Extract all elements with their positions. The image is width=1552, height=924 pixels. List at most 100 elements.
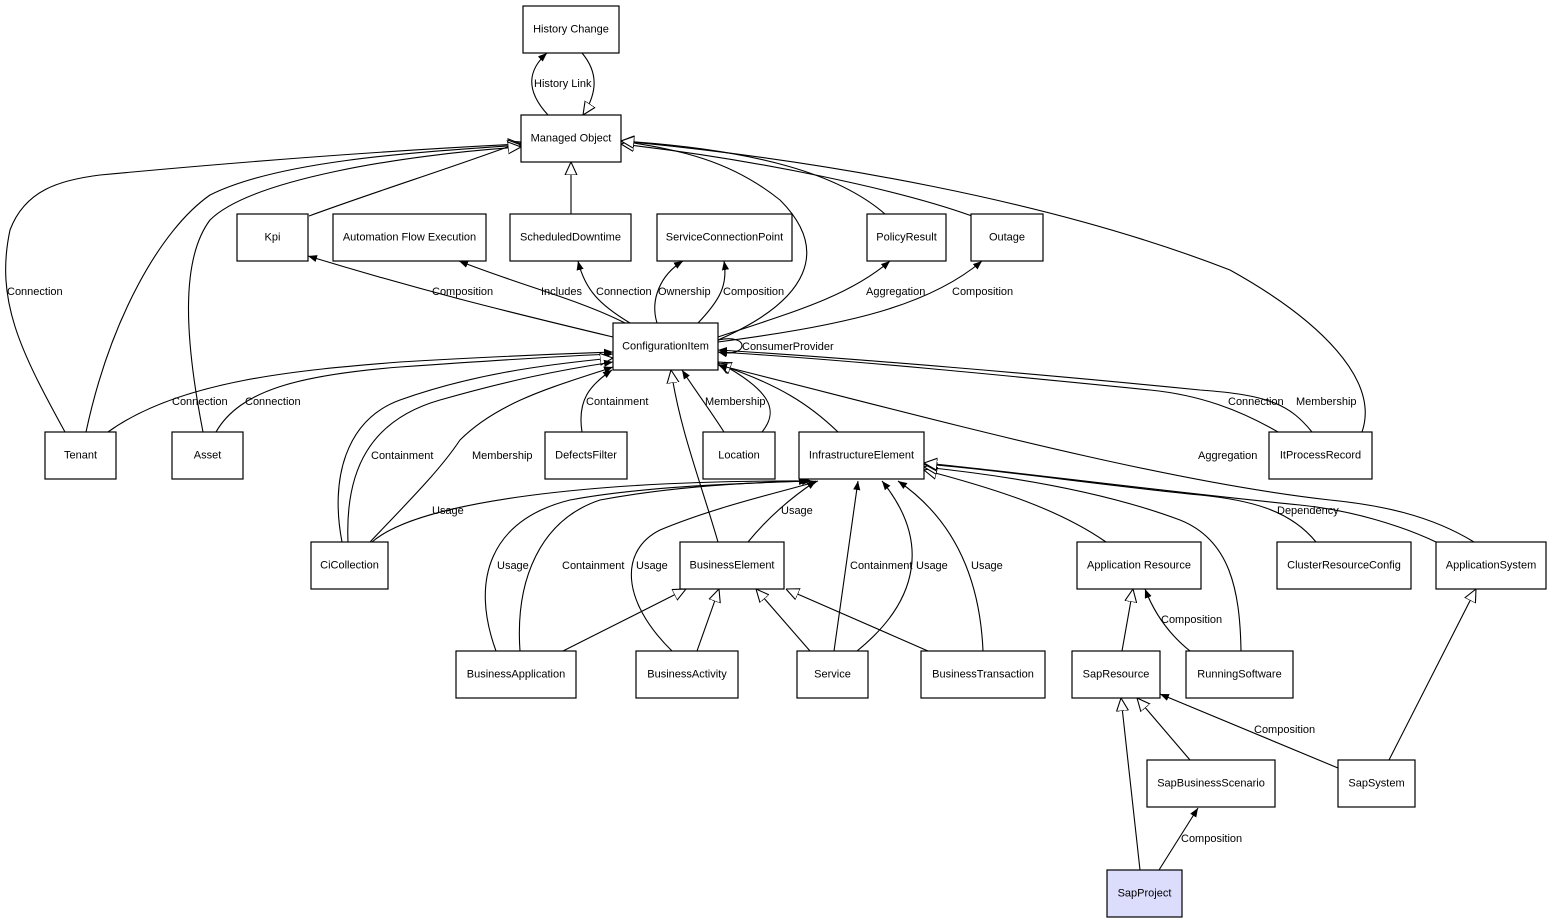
class-box[interactable] [236, 213, 309, 262]
node-location[interactable]: Location [702, 431, 776, 480]
node-running-software[interactable]: RunningSoftware [1185, 650, 1294, 699]
class-box[interactable] [970, 213, 1044, 262]
edge-asset-to-configuration-item [215, 350, 614, 433]
edge-label: Aggregation [866, 286, 925, 298]
edge-ci-collection-to-infrastructure-element [371, 477, 813, 543]
class-box[interactable] [612, 322, 719, 371]
class-box[interactable] [656, 213, 793, 262]
edge-location-to-configuration-item [681, 369, 725, 433]
class-box[interactable] [1276, 541, 1412, 590]
node-policy-result[interactable]: PolicyResult [866, 213, 947, 262]
edge-tenant-to-managed-object [5, 144, 521, 433]
node-business-activity[interactable]: BusinessActivity [635, 650, 739, 699]
class-box[interactable] [1076, 541, 1202, 590]
node-sap-resource[interactable]: SapResource [1071, 650, 1161, 699]
class-box[interactable] [1337, 759, 1416, 808]
node-service-connection-point[interactable]: ServiceConnectionPoint [656, 213, 793, 262]
class-box[interactable] [796, 650, 869, 699]
class-box[interactable] [635, 650, 739, 699]
association-arrow [1158, 807, 1199, 871]
inheritance-arrow [85, 145, 521, 433]
edge-tenant-to-managed-object [85, 145, 521, 433]
edge-label: Connection [172, 396, 228, 408]
node-outage[interactable]: Outage [970, 213, 1044, 262]
node-asset[interactable]: Asset [171, 431, 244, 480]
edge-history-change-to-managed-object [581, 52, 594, 115]
class-box[interactable] [1268, 431, 1373, 480]
node-business-application[interactable]: BusinessApplication [455, 650, 577, 699]
association-arrow [576, 260, 631, 324]
edge-managed-object-to-history-change [531, 52, 549, 116]
inheritance-arrow [924, 467, 1242, 652]
association-arrow [531, 52, 549, 116]
class-box[interactable] [544, 431, 628, 480]
class-box[interactable] [522, 5, 620, 54]
association-arrow [630, 480, 819, 652]
node-history-change[interactable]: History Change [522, 5, 620, 54]
node-business-transaction[interactable]: BusinessTransaction [920, 650, 1046, 699]
node-application-system[interactable]: ApplicationSystem [1435, 541, 1547, 590]
node-scheduled-downtime[interactable]: ScheduledDowntime [509, 213, 632, 262]
edge-kpi-to-managed-object [308, 142, 521, 217]
class-box[interactable] [798, 431, 925, 480]
edge-business-application-to-infrastructure-element [518, 477, 812, 652]
class-box[interactable] [1106, 869, 1183, 918]
association-arrow [107, 348, 614, 433]
edge-label: Connection [1228, 396, 1284, 408]
edge-label: Usage [971, 560, 1003, 572]
edge-asset-to-managed-object [187, 147, 521, 433]
edge-business-transaction-to-business-element [786, 589, 929, 652]
edge-business-element-to-infrastructure-element [747, 480, 817, 543]
class-box[interactable] [332, 213, 487, 262]
edge-configuration-item-to-policy-result [717, 260, 891, 338]
edge-label: Composition [1161, 614, 1222, 626]
node-defects-filter[interactable]: DefectsFilter [544, 431, 628, 480]
node-sap-business-scenario[interactable]: SapBusinessScenario [1146, 759, 1276, 808]
node-sap-project[interactable]: SapProject [1106, 869, 1183, 918]
node-automation-flow-execution[interactable]: Automation Flow Execution [332, 213, 487, 262]
node-application-resource[interactable]: Application Resource [1076, 541, 1202, 590]
inheritance-arrow [337, 358, 613, 543]
node-tenant[interactable]: Tenant [44, 431, 117, 480]
edge-outage-to-managed-object [621, 144, 973, 217]
association-arrow [697, 260, 730, 324]
association-arrow [717, 260, 891, 338]
edge-running-software-to-application-resource [1144, 588, 1191, 652]
class-box[interactable] [866, 213, 947, 262]
class-name: RunningSoftware [1197, 669, 1281, 681]
inheritance-arrow [308, 142, 521, 217]
edge-service-to-infrastructure-element [833, 480, 861, 652]
edge-configuration-item-to-service-connection-point [697, 260, 730, 324]
node-cluster-resource-config[interactable]: ClusterResourceConfig [1276, 541, 1412, 590]
edge-label: Composition [723, 286, 784, 298]
class-box[interactable] [920, 650, 1046, 699]
association-arrow [747, 480, 817, 543]
class-box[interactable] [310, 541, 389, 590]
node-infrastructure-element[interactable]: InfrastructureElement [798, 431, 925, 480]
node-service[interactable]: Service [796, 650, 869, 699]
node-sap-system[interactable]: SapSystem [1337, 759, 1416, 808]
class-box[interactable] [1146, 759, 1276, 808]
edge-label: Includes [541, 286, 582, 298]
node-business-element[interactable]: BusinessElement [679, 541, 785, 590]
class-name: Asset [194, 450, 222, 462]
inheritance-arrow [187, 147, 521, 433]
class-name: ClusterResourceConfig [1287, 560, 1401, 572]
class-box[interactable] [1071, 650, 1161, 699]
node-managed-object[interactable]: Managed Object [520, 114, 622, 163]
node-kpi[interactable]: Kpi [236, 213, 309, 262]
class-box[interactable] [44, 431, 117, 480]
class-box[interactable] [520, 114, 622, 163]
class-box[interactable] [1435, 541, 1547, 590]
class-box[interactable] [455, 650, 577, 699]
edge-business-transaction-to-infrastructure-element [897, 480, 984, 652]
class-box[interactable] [171, 431, 244, 480]
node-ci-collection[interactable]: CiCollection [310, 541, 389, 590]
class-box[interactable] [509, 213, 632, 262]
node-it-process-record[interactable]: ItProcessRecord [1268, 431, 1373, 480]
node-configuration-item[interactable]: ConfigurationItem [612, 322, 719, 371]
class-box[interactable] [702, 431, 776, 480]
class-box[interactable] [679, 541, 785, 590]
class-box[interactable] [1185, 650, 1294, 699]
